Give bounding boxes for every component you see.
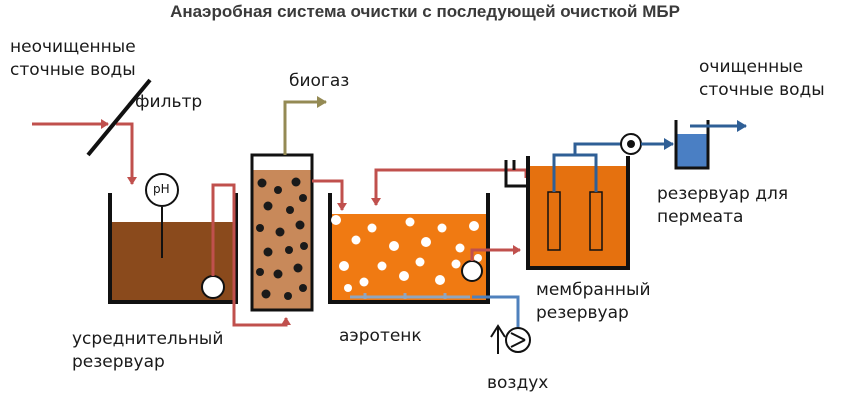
air-diffusers (350, 293, 470, 299)
page-title: Анаэробная система очистки с последующей… (170, 2, 680, 21)
inlet-flow (32, 119, 137, 185)
air-blower (505, 327, 531, 353)
membrane-tank (526, 156, 630, 270)
pump-aerotank (461, 260, 483, 282)
label-aerotank: аэротенк (339, 326, 422, 346)
aerotank (328, 193, 490, 304)
biogas-flow (283, 96, 327, 155)
label-air: воздух (487, 373, 549, 393)
recirculation-flow (371, 168, 528, 206)
flow-to-membrane (470, 245, 521, 261)
label-biogas: биогаз (289, 71, 350, 91)
ph-probe (145, 173, 179, 207)
label-treated-water: очищенные сточные воды (699, 57, 825, 100)
ph-label: pH (153, 182, 170, 196)
label-untreated-water: неочищенные сточные воды (10, 37, 136, 80)
label-filter: фильтр (135, 92, 203, 112)
filter-screen (86, 78, 152, 157)
equalization-tank (108, 173, 238, 304)
permeate-tank (674, 120, 710, 170)
flow-to-aerotank (312, 179, 347, 211)
permeate-line (552, 133, 674, 192)
label-equalization-tank: усреднительный резервуар (72, 329, 224, 372)
flow-to-reactor (211, 183, 291, 327)
air-supply (472, 295, 531, 354)
anaerobic-reactor (250, 153, 314, 312)
label-membrane-tank: мембранный резервуар (536, 280, 651, 323)
label-permeate-tank: резервуар для пермеата (657, 184, 789, 227)
pump-equalization (201, 275, 225, 299)
overflow-box (504, 160, 528, 188)
